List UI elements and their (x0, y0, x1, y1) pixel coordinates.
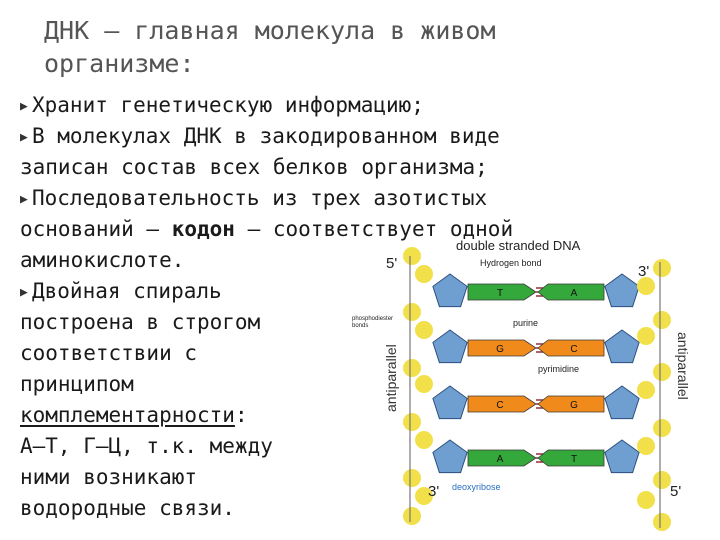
bullet-arrow-icon: ▶ (20, 130, 28, 145)
codon-term: кодон (171, 217, 235, 241)
base-letter-right: A (571, 288, 578, 299)
phosphate-group (403, 247, 421, 265)
phosphate-group (653, 363, 671, 381)
phosphodiester-label-1: phosphodiester (352, 316, 393, 322)
phosphate-group (403, 303, 421, 321)
base-letter-left: C (496, 400, 503, 411)
deoxyribose-label: deoxyribose (452, 482, 501, 492)
phosphate-group (637, 437, 655, 455)
base-left (467, 449, 537, 467)
slide-title: ДНК – главная молекула в живом организме… (44, 14, 604, 80)
text-line: ▶Последовательность из трех азотистых (20, 183, 720, 214)
bullet-arrow-icon: ▶ (20, 99, 28, 114)
phosphodiester-label-2: bonds (352, 323, 368, 329)
phosphate-group (403, 507, 421, 525)
sugar-right (604, 439, 640, 474)
base-right (537, 283, 605, 301)
text-line: записан состав всех белков организма; (20, 155, 488, 179)
antiparallel-left-label: antiparallel (383, 344, 399, 412)
complementarity-term: комплементарности (20, 403, 235, 427)
base-letter-left: G (496, 344, 504, 355)
base-right (537, 339, 605, 357)
phosphate-group (637, 491, 655, 509)
text-line: соответствии с (20, 341, 198, 365)
dna-diagram: double stranded DNA Hydrogen bond 5' 3' … (350, 232, 720, 540)
text-line: ними возникают (20, 465, 198, 489)
base-left (467, 339, 537, 357)
base-letter-left: A (497, 454, 504, 465)
phosphate-group (637, 327, 655, 345)
base-left (467, 395, 537, 413)
sugar-right (604, 385, 640, 420)
label-3-prime-bottom: 3' (428, 483, 439, 500)
text-line: аминокислоте. (20, 248, 185, 272)
phosphate-group (653, 311, 671, 329)
phosphate-group (637, 277, 655, 295)
phosphate-group (653, 259, 671, 277)
pyrimidine-label: pyrimidine (538, 364, 579, 374)
text-line: ▶Хранит генетическую информацию; (20, 90, 720, 121)
text-line: водородные связи. (20, 496, 235, 520)
sugar-right (604, 329, 640, 364)
text-line: комплементарности: (20, 403, 248, 427)
text-line: принципом (20, 372, 134, 396)
antiparallel-right-label: antiparallel (675, 332, 691, 400)
phosphate-group (415, 265, 433, 283)
slide-body: ▶Хранит генетическую информацию; ▶В моле… (20, 90, 720, 524)
phosphate-group (403, 469, 421, 487)
base-letter-left: T (497, 288, 503, 299)
phosphate-group (415, 487, 433, 505)
text-line: ▶В молекулах ДНК в закодированном виде (20, 121, 720, 152)
bullet-arrow-icon: ▶ (20, 192, 28, 207)
hydrogen-bond-label: Hydrogen bond (480, 258, 542, 268)
sugar-left (432, 439, 468, 474)
text-line: построена в строгом (20, 310, 261, 334)
phosphate-group (403, 359, 421, 377)
phosphate-group (637, 381, 655, 399)
phosphate-group (653, 471, 671, 489)
base-right (537, 395, 605, 413)
sugar-left (432, 273, 468, 308)
phosphate-group (653, 419, 671, 437)
text-line: ▶Двойная спираль (20, 276, 720, 307)
base-letter-right: C (570, 344, 577, 355)
phosphate-group (415, 321, 433, 339)
phosphate-group (415, 431, 433, 449)
title-line-2: организме: (44, 49, 195, 78)
purine-label: purine (513, 318, 538, 328)
text-line: оснований – кодон – соответствует одной (20, 217, 514, 241)
title-line-1: ДНК – главная молекула в живом (44, 16, 496, 45)
label-5-prime-top: 5' (386, 255, 397, 272)
sugar-right (604, 273, 640, 308)
phosphate-group (403, 413, 421, 431)
diagram-title: double stranded DNA (456, 238, 581, 253)
phosphate-group (653, 513, 671, 531)
base-left (467, 283, 537, 301)
bullet-arrow-icon: ▶ (20, 285, 28, 300)
text-line: А–Т, Г–Ц, т.к. между (20, 434, 273, 458)
base-letter-right: T (571, 454, 577, 465)
dna-diagram-svg: double stranded DNA Hydrogen bond 5' 3' … (352, 238, 691, 531)
base-right (537, 449, 605, 467)
sugar-left (432, 385, 468, 420)
label-5-prime-bottom: 5' (670, 483, 681, 500)
sugar-left (432, 329, 468, 364)
phosphate-group (415, 375, 433, 393)
base-letter-right: G (570, 400, 578, 411)
label-3-prime-top: 3' (638, 263, 649, 280)
